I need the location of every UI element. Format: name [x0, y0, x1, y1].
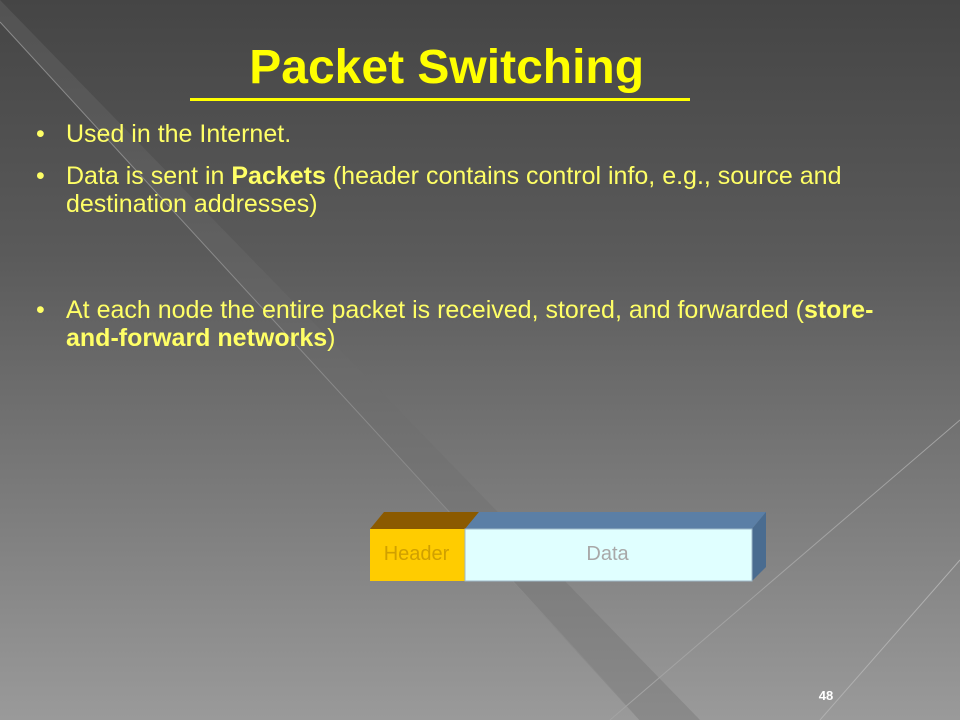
bullet-item-2: • Data is sent in Packets (header contai… — [36, 162, 916, 218]
packet-diagram: Header Data — [368, 511, 768, 583]
bullet-text-3-bold: store-and-forward networks — [66, 296, 874, 352]
bullet-item-1: • Used in the Internet. — [36, 120, 291, 148]
bullet-text-3-pre: At each node the entire packet is receiv… — [66, 296, 804, 324]
bullet-text-2-post: (header contains control info, e.g., sou… — [66, 162, 842, 218]
slide-title: Packet Switching — [190, 38, 690, 101]
packet-data-label: Data — [586, 543, 629, 565]
bullet-text-1: Used in the Internet. — [66, 120, 292, 148]
bullet-text-2-bold: Packets — [231, 162, 326, 190]
bullet-dot: • — [36, 162, 45, 190]
packet-shape — [370, 512, 766, 582]
page-number: 48 — [818, 688, 834, 703]
packet-header-label: Header — [383, 543, 450, 565]
bullet-text-3-post: ) — [327, 324, 336, 352]
bullet-dot: • — [36, 120, 45, 148]
bullet-text-2-pre: Data is sent in — [66, 162, 232, 190]
bullet-item-3: • At each node the entire packet is rece… — [36, 296, 916, 352]
bullet-dot: • — [36, 296, 45, 324]
